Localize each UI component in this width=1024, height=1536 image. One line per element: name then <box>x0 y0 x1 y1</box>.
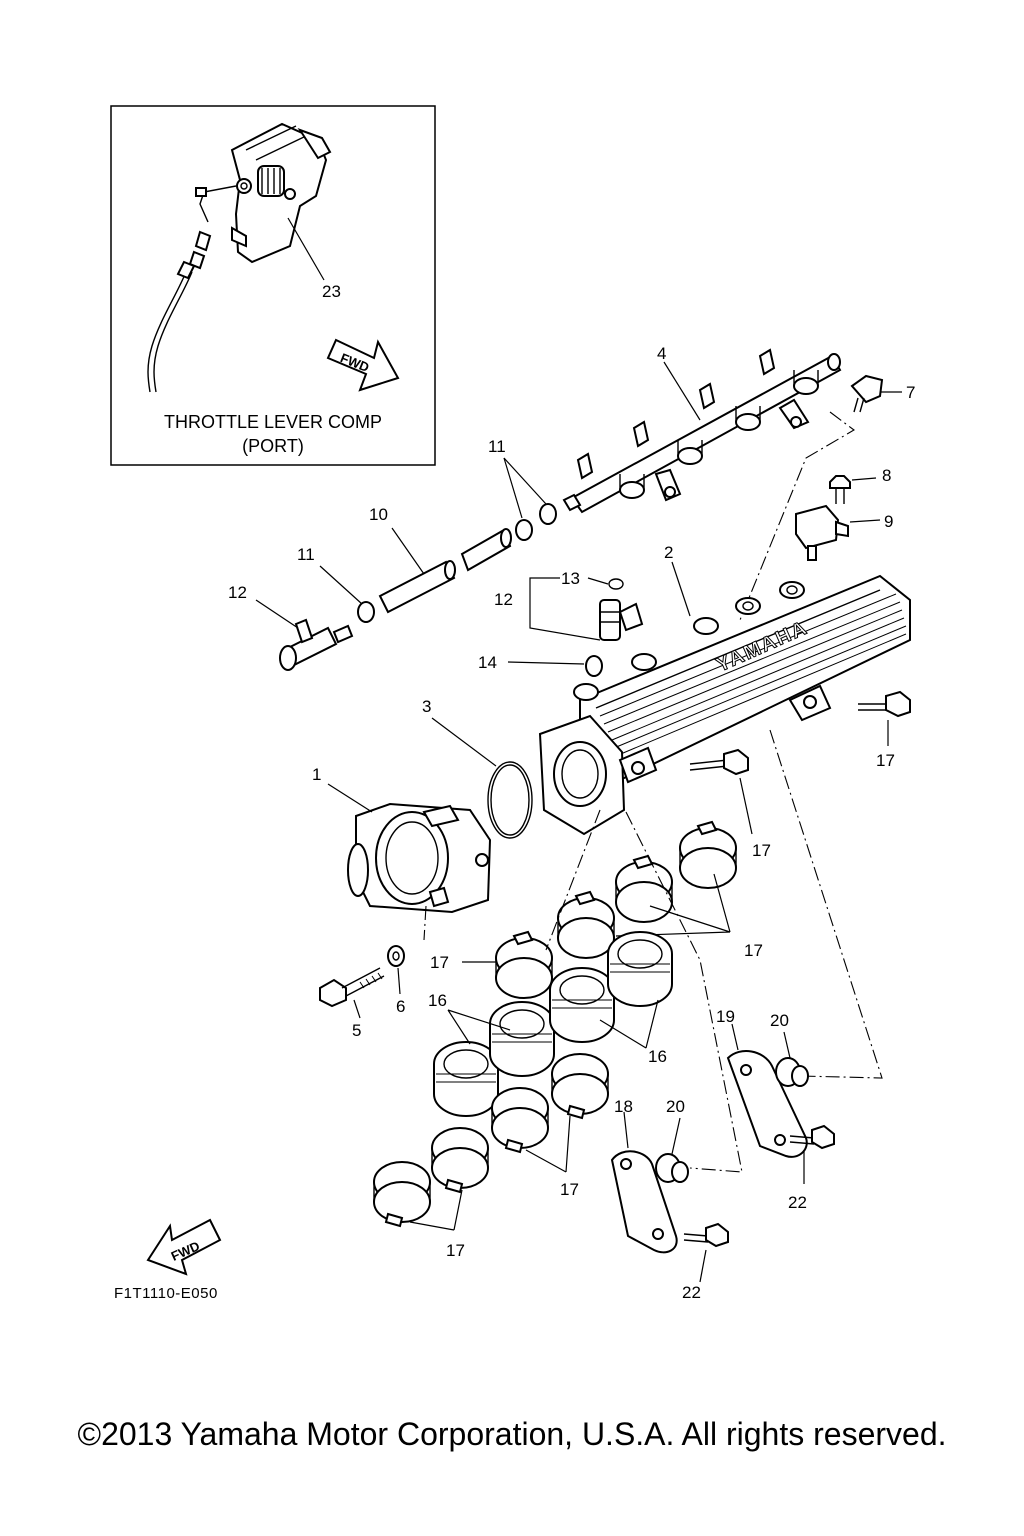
callout-13: 12 <box>494 590 513 609</box>
clamps-17-upper <box>495 820 737 999</box>
bolt-22-upper <box>789 1124 835 1150</box>
fwd-arrow: FWD <box>146 1218 222 1276</box>
callout-4: 4 <box>657 344 666 363</box>
fuel-rail <box>562 348 842 514</box>
bolt-21-center <box>689 748 749 776</box>
callout-22-lower: 22 <box>682 1283 701 1302</box>
drawing-code: F1T1110-E050 <box>114 1285 218 1302</box>
bolt-21-right <box>858 690 911 718</box>
callout-17-lower-left: 17 <box>446 1241 465 1260</box>
clamps-17-lower <box>373 1053 609 1228</box>
grommet-20-lower <box>655 1153 689 1183</box>
sensor-9 <box>795 504 849 561</box>
grommet-20-upper <box>775 1057 809 1087</box>
callout-8: 8 <box>882 466 891 485</box>
callout-3: 3 <box>422 697 431 716</box>
callout-17-left: 17 <box>430 953 449 972</box>
hose-upper <box>460 528 512 572</box>
callout-5: 5 <box>352 1021 361 1040</box>
fitting-12 <box>279 618 354 671</box>
throttle-body <box>347 802 492 914</box>
callout-20-upper: 20 <box>770 1011 789 1030</box>
callout-12: 12 <box>228 583 247 602</box>
callout-21-right: 17 <box>876 751 895 770</box>
callout-17-lower-right: 17 <box>560 1180 579 1199</box>
intake-manifold: YAMAHA <box>538 574 911 836</box>
callout-11-upper: 11 <box>488 437 506 456</box>
callout-16-left: 16 <box>428 991 447 1010</box>
bolt-8 <box>829 475 851 504</box>
plate-18 <box>610 1150 678 1254</box>
callout-22-upper: 22 <box>788 1193 807 1212</box>
callout-9: 9 <box>884 512 893 531</box>
washer-6 <box>387 945 405 967</box>
seal-15 <box>585 655 603 677</box>
inset-title-line2: (PORT) <box>242 436 304 456</box>
callout-2: 2 <box>664 543 673 562</box>
injector-13 <box>599 599 644 641</box>
callout-6: 6 <box>396 997 405 1016</box>
bolt-22-lower <box>683 1222 729 1248</box>
bolt-7 <box>850 374 884 413</box>
clamp-11-lower <box>357 601 375 623</box>
callout-15: 14 <box>478 653 497 672</box>
callout-1: 1 <box>312 765 321 784</box>
callout-11-lower: 11 <box>297 545 315 564</box>
callout-21-center: 17 <box>752 841 771 860</box>
o-ring-14 <box>608 578 624 590</box>
copyright-notice: ©2013 Yamaha Motor Corporation, U.S.A. A… <box>77 1416 947 1452</box>
o-ring-3 <box>487 761 533 839</box>
callout-20-lower: 20 <box>666 1097 685 1116</box>
inset-title-line1: THROTTLE LEVER COMP <box>164 412 382 432</box>
inset-throttle-lever-comp: 23 FWD THROTTLE LEVER COMP (PORT) <box>110 105 436 466</box>
joints-16 <box>433 931 673 1117</box>
callout-23: 23 <box>322 282 341 301</box>
callout-18: 18 <box>614 1097 633 1116</box>
clamp-11-upper <box>515 503 557 541</box>
bolt-5 <box>319 967 385 1008</box>
throttle-lever-assembly <box>147 122 332 393</box>
callout-7: 7 <box>906 383 915 402</box>
callout-19: 19 <box>716 1007 735 1026</box>
hose-10 <box>378 560 456 614</box>
callout-14: 13 <box>561 569 580 588</box>
callout-10: 10 <box>369 505 388 524</box>
inset-fwd-arrow: FWD <box>326 338 400 392</box>
callout-16-right: 16 <box>648 1047 667 1066</box>
callout-17-right: 17 <box>744 941 763 960</box>
